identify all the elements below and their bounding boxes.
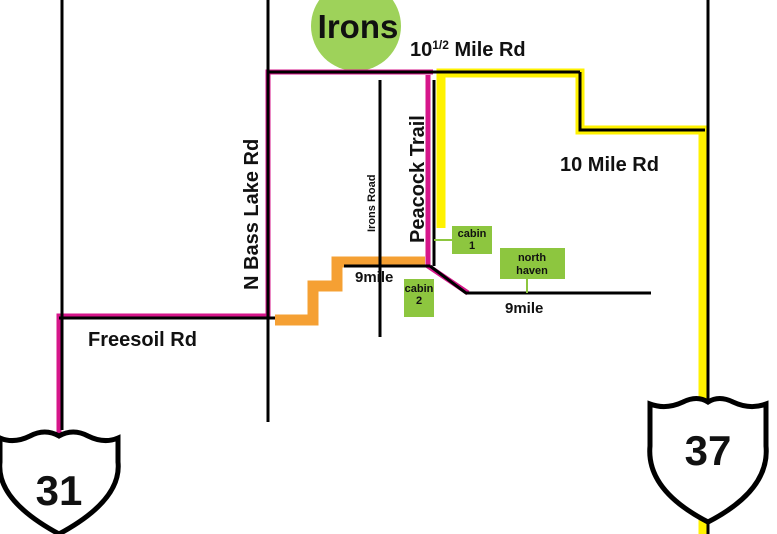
- north-haven-label-line1: north: [518, 252, 546, 264]
- us31-shield-outline: [0, 429, 121, 534]
- ten-mile-label: 10 Mile Rd: [560, 154, 659, 176]
- cabin2-label-line2: 2: [416, 295, 422, 307]
- nine-mile-east-label: 9mile: [505, 300, 543, 317]
- cabin1-label-line2: 1: [469, 240, 475, 252]
- cabin2-box: [404, 279, 434, 317]
- cabin1-box: [452, 226, 492, 254]
- road-nine-mile-east: [429, 264, 651, 295]
- nine-mile-west-label: 9mile: [355, 269, 393, 286]
- north-haven-label-line2: haven: [516, 265, 548, 277]
- irons-town-label: Irons: [318, 8, 399, 45]
- freesoil-label: Freesoil Rd: [88, 329, 197, 351]
- irons-road-label: Irons Road: [366, 175, 378, 232]
- north-haven-box: [500, 248, 565, 279]
- n-bass-lake-label: N Bass Lake Rd: [241, 139, 263, 290]
- place-connectors: [434, 239, 528, 293]
- ten-half-mile-number: 10: [410, 39, 432, 61]
- us37-shield-number: 37: [685, 427, 732, 474]
- us31-shield-number: 31: [36, 467, 83, 514]
- roads: [59, 0, 710, 534]
- ten-half-mile-fraction: 1/2: [432, 38, 449, 52]
- us31-shield: 31: [0, 429, 121, 534]
- cabin2-label-line1: cabin: [405, 283, 434, 295]
- cabin1-label-line1: cabin: [458, 228, 487, 240]
- road-ten-mile: [578, 72, 705, 132]
- peacock-trail-label: Peacock Trail: [407, 115, 429, 243]
- us37-shield-outline: [647, 396, 769, 525]
- us37-shield: 37: [647, 396, 769, 525]
- ten-half-mile-suffix: Mile Rd: [449, 39, 526, 61]
- orange-route: [275, 256, 425, 326]
- orange-route-segment: [275, 256, 425, 326]
- irons-town-marker: [311, 0, 401, 71]
- ten-half-mile-label: 101/2 Mile Rd: [410, 38, 526, 61]
